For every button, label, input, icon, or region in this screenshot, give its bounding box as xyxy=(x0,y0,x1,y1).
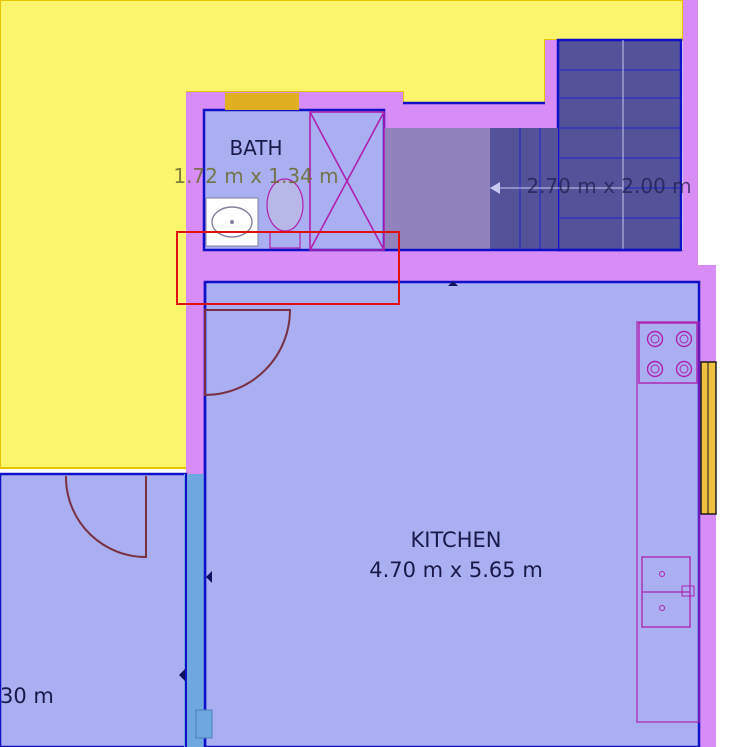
kitchen-room-dims: 4.70 m x 5.65 m xyxy=(369,558,543,582)
left-room-dims: 30 m xyxy=(0,684,54,708)
kitchen-counter xyxy=(636,321,700,723)
hall-strip[interactable] xyxy=(384,128,492,250)
stove-icon[interactable] xyxy=(638,322,698,384)
door-swing-left-room[interactable] xyxy=(65,476,147,559)
wall-markers xyxy=(179,281,458,681)
stairs-dims: 2.70 m x 2.00 m xyxy=(526,174,691,198)
bath-door-gap xyxy=(225,93,299,110)
sink-icon[interactable] xyxy=(641,556,695,628)
door-swing-hall[interactable] xyxy=(204,309,292,397)
kitchen-room-name: KITCHEN xyxy=(411,528,502,552)
shower-icon[interactable] xyxy=(309,111,385,251)
bath-room-name: BATH xyxy=(229,136,282,160)
selection-rectangle[interactable] xyxy=(176,231,400,305)
bath-room-dims: 1.72 m x 1.34 m xyxy=(173,164,338,188)
left-room[interactable] xyxy=(0,472,188,747)
basin-icon[interactable] xyxy=(205,197,259,247)
kitchen-window[interactable] xyxy=(700,361,717,515)
staircase[interactable] xyxy=(384,38,683,252)
